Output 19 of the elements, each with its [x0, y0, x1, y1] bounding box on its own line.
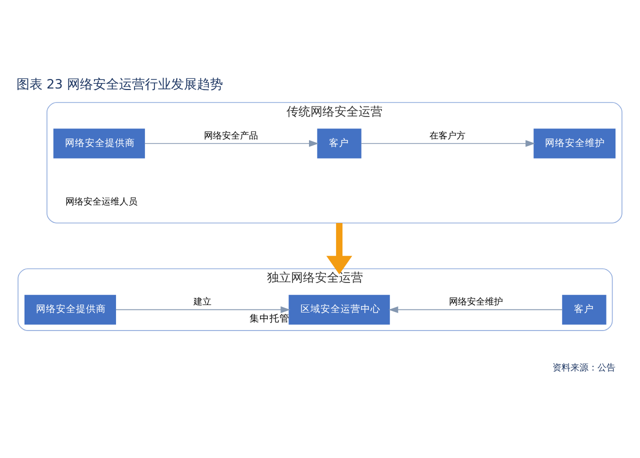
- node-box: 客户: [317, 128, 362, 158]
- arrow: [360, 140, 536, 147]
- arrow: [388, 306, 563, 314]
- node-label: 集中托管: [249, 313, 290, 324]
- node-box: 区域安全运营中心: [288, 294, 390, 325]
- edge-label: 在客户方: [429, 131, 466, 142]
- edge-label: 建立: [193, 298, 212, 308]
- node-box: 网络安全维护: [534, 128, 616, 158]
- edge-label: 网络安全维护: [448, 298, 503, 308]
- label: 网络安全运维人员: [66, 197, 138, 208]
- caption: 资料来源：公告: [552, 364, 616, 374]
- node-box: 网络安全提供商: [53, 128, 145, 158]
- arrow: [144, 140, 319, 147]
- arrow: [115, 306, 290, 314]
- edge-label: 网络安全产品: [204, 131, 258, 142]
- node-box: 客户: [562, 294, 606, 325]
- node-box: 网络安全提供商: [24, 294, 116, 325]
- arrow: [326, 222, 352, 274]
- diagram-title: 图表 23 网络安全运营行业发展趋势: [16, 78, 223, 93]
